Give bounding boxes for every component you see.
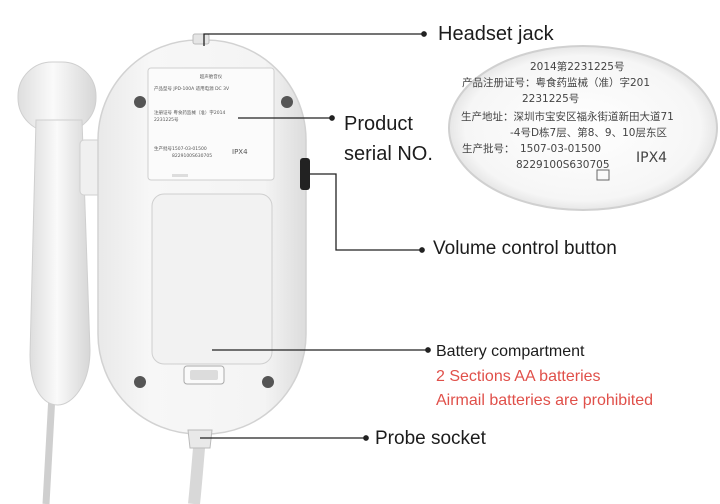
probe-cable bbox=[42, 394, 56, 504]
zoom-line8: 8229100S630705 bbox=[516, 159, 610, 171]
zoom-ipx: IPX4 bbox=[636, 150, 667, 166]
probe bbox=[17, 61, 107, 406]
zoom-line6: 生产批号： bbox=[462, 142, 515, 155]
headset-jack-label: Headset jack bbox=[438, 23, 554, 45]
probe-socket-label: Probe socket bbox=[375, 428, 486, 449]
zoom-line2: 产品注册证号：粤食药监械（准）字201 bbox=[462, 76, 650, 89]
device-body bbox=[97, 33, 310, 449]
leader-lines bbox=[200, 31, 431, 441]
device-label-row1: 产品型号 JPD-100A 适用电源 DC 3V bbox=[154, 85, 230, 92]
zoom-line7: 1507-03-01500 bbox=[520, 143, 601, 155]
volume-button-label: Volume control button bbox=[433, 238, 617, 259]
battery-spec-label: 2 Sections AA batteries bbox=[436, 368, 601, 385]
device-label-row6: 8229100S630705 bbox=[172, 153, 212, 159]
device-label-ipx: IPX4 bbox=[232, 148, 248, 156]
device-label-row4: 生产批号 bbox=[154, 145, 172, 152]
zoom-line4: 生产地址：深圳市宝安区福永街道新田大道71 bbox=[461, 110, 674, 123]
device-label-title: 超声胎音仪 bbox=[200, 73, 223, 80]
battery-warning-label: Airmail batteries are prohibited bbox=[436, 392, 653, 409]
device-label-row5: 1507-03-01500 bbox=[172, 146, 207, 152]
zoom-line5: -4号D栋7层、第8、9、10层东区 bbox=[510, 126, 667, 139]
product-serial-label-line1: Product bbox=[344, 113, 413, 135]
battery-compartment-label: Battery compartment bbox=[436, 343, 585, 360]
product-serial-label-line2: serial NO. bbox=[344, 143, 433, 165]
device-label-row3: 2231225号 bbox=[154, 117, 179, 123]
zoom-line1: 2014第2231225号 bbox=[530, 60, 625, 73]
serial-zoom-callout: 2014第2231225号 产品注册证号：粤食药监械（准）字201 223122… bbox=[448, 45, 718, 211]
zoom-line3: 2231225号 bbox=[522, 93, 579, 105]
device-label-row2: 注册证号 粤食药监械（准）字2014 bbox=[154, 109, 226, 116]
